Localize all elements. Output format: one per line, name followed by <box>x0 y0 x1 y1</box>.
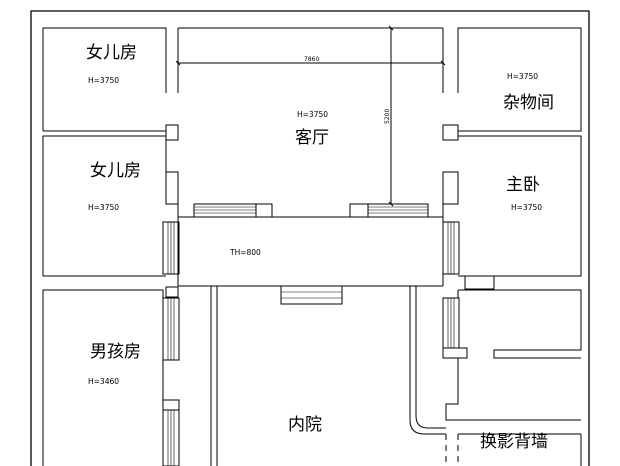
daughter-room-mid-height: H=3750 <box>88 203 119 212</box>
daughter-room-top-height: H=3750 <box>88 76 119 85</box>
dimension-width-label: 7860 <box>304 56 319 63</box>
boy-room-height: H=3460 <box>88 377 119 386</box>
daughter-room-mid-walls <box>42 135 167 277</box>
inner-courtyard-name: 内院 <box>288 415 322 435</box>
right-lower-room-walls <box>457 289 582 359</box>
living-room-height: H=3750 <box>297 110 328 119</box>
boy-room-walls <box>42 289 164 466</box>
screen-wall-name: 换影背墙 <box>480 432 548 452</box>
wall-stub <box>442 347 468 359</box>
right-small-box <box>464 275 495 290</box>
window-left-boy-lower <box>162 399 180 466</box>
storage-room-height: H=3750 <box>507 72 538 81</box>
dimension-depth-label: 5200 <box>384 109 391 124</box>
steps-right <box>367 203 429 218</box>
wall-stub <box>442 124 459 141</box>
master-bedroom-height: H=3750 <box>511 203 542 212</box>
master-bedroom-name: 主卧 <box>506 175 540 195</box>
boy-room-name: 男孩房 <box>90 342 141 362</box>
wall-stub <box>165 286 179 298</box>
wall-stub <box>165 171 179 205</box>
steps-center <box>280 285 343 305</box>
daughter-room-top-name: 女儿房 <box>86 43 137 63</box>
storage-room-name: 杂物间 <box>503 93 554 113</box>
wall-stub <box>442 171 459 205</box>
outer-wall <box>30 10 590 466</box>
wall-stub <box>165 124 179 141</box>
storage-room-walls <box>457 27 582 132</box>
daughter-room-mid-name: 女儿房 <box>90 161 141 181</box>
steps-left <box>193 203 257 218</box>
th-annotation: TH=800 <box>229 248 261 257</box>
living-room-name: 客厅 <box>295 128 329 148</box>
